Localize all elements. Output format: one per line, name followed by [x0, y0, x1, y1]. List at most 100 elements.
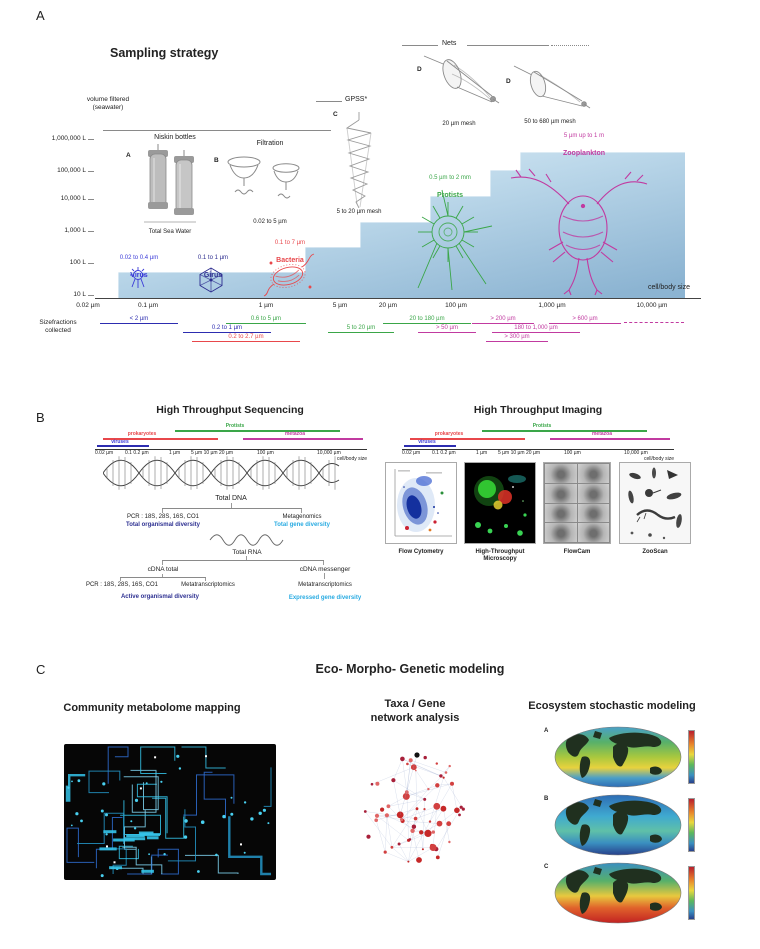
- map-label-c: C: [544, 864, 549, 870]
- method-label-microscopy: High-Throughput Microscopy: [475, 549, 525, 562]
- y-tick-mark: [88, 231, 94, 232]
- axis-group-viruses: viruses: [418, 439, 436, 445]
- flowcam-cell: [545, 503, 577, 523]
- colorbar-map-a: [688, 730, 695, 784]
- flowcam-cell: [545, 523, 577, 542]
- modeling-title: Ecosystem stochastic modeling: [528, 700, 696, 712]
- metazoa-range-bar: [550, 438, 670, 440]
- metabolome-map-image: [64, 744, 276, 880]
- zooplankton-copepod-icon: [510, 168, 648, 296]
- niskin-bottles-icon: [144, 144, 196, 223]
- fraction-02to27um: 0.2 to 2.7 µm: [192, 334, 300, 343]
- mini-tick: 100 µm: [564, 450, 581, 456]
- y-tick: 10,000 L: [60, 195, 86, 202]
- metatranscriptomics-left: Metatranscriptomics: [181, 582, 235, 588]
- filtration-title: Filtration: [256, 140, 284, 147]
- girus-icon: [199, 267, 223, 293]
- equipment-bracket-line: [103, 130, 331, 131]
- axis-group-metazoa: metazoa: [591, 431, 612, 437]
- bacteria-icon: [263, 253, 315, 297]
- pcr1-label: PCR : 18S, 28S, 16S, CO1: [126, 514, 200, 520]
- axis-group-prokaryotes: prokaryotes: [127, 431, 157, 437]
- mini-axis-label: cell/body size: [336, 456, 367, 462]
- mini-tick: 0.1 0.2 µm: [432, 450, 456, 456]
- virus-icon: [130, 267, 146, 288]
- x-axis-line: [95, 298, 701, 299]
- connector-line: [120, 578, 121, 581]
- gpss-caption: 5 to 20 µm mesh: [336, 209, 382, 215]
- girus-range: 0.1 to 1 µm: [197, 255, 229, 261]
- mini-tick: 10,000 µm: [624, 450, 648, 456]
- axis-group-prokaryotes: prokaryotes: [434, 431, 464, 437]
- zooplankton-name: Zooplankton: [563, 150, 605, 157]
- y-tick-mark: [88, 263, 94, 264]
- imaging-title: High Throughput Imaging: [473, 404, 603, 416]
- nets-bracket-left: [402, 45, 438, 46]
- y-tick-mark: [88, 139, 94, 140]
- fraction-gt300um: > 300 µm: [486, 334, 548, 343]
- y-tick: 1,000,000 L: [51, 135, 86, 142]
- microscopy-image: [465, 463, 535, 543]
- protists-range-bar: [482, 430, 647, 432]
- sequencing-title: High Throughput Sequencing: [156, 404, 304, 416]
- network-title: Taxa / Gene network analysis: [352, 698, 478, 726]
- mini-tick: 100 µm: [257, 450, 274, 456]
- total-rna-label: Total RNA: [232, 549, 262, 556]
- connector-line: [162, 508, 302, 509]
- size-fractions-line1: Sizefractions: [39, 319, 77, 326]
- x-tick: 10,000 µm: [636, 302, 668, 309]
- connector-line: [323, 561, 324, 565]
- filtration-letter: B: [214, 157, 219, 164]
- connector-line: [162, 509, 163, 513]
- net1-caption: 20 µm mesh: [442, 121, 476, 127]
- total-gene-diversity: Total gene diversity: [274, 522, 330, 528]
- colorbar-map-b: [688, 798, 695, 852]
- y-tick: 1,000 L: [64, 227, 86, 234]
- bacteria-name: Bacteria: [276, 257, 304, 264]
- bacteria-range: 0.1 to 7 µm: [274, 240, 306, 246]
- panel-a-title: Sampling strategy: [110, 46, 219, 60]
- panel-a-label: A: [36, 8, 45, 23]
- net2-letter: D: [506, 78, 511, 85]
- y-tick-mark: [88, 295, 94, 296]
- gpss-title: GPSS*: [345, 96, 368, 103]
- connector-line: [162, 574, 163, 577]
- mini-tick: 0.02 µm: [95, 450, 114, 456]
- method-label-flow-cytometry: Flow Cytometry: [398, 549, 444, 555]
- mini-tick: 0.02 µm: [402, 450, 421, 456]
- viruses-range-bar: [404, 445, 456, 447]
- expressed-gene-diversity: Expressed gene diversity: [288, 595, 362, 601]
- fraction-20to180um: 20 to 180 µm: [383, 316, 471, 325]
- panel-b-label: B: [36, 410, 45, 425]
- mini-size-axis-sequencing: Protists prokaryotes metazoa viruses 0.0…: [95, 423, 367, 462]
- niskin-letter: A: [126, 152, 131, 159]
- flowcam-cell: [545, 464, 577, 483]
- x-tick: 0.02 µm: [76, 302, 100, 309]
- metatranscriptomics-right: Metatranscriptomics: [298, 582, 352, 588]
- axis-group-protists: Protists: [532, 423, 552, 429]
- connector-line: [324, 573, 325, 579]
- mini-tick: 1 µm: [169, 450, 181, 456]
- plankton-net1-icon: [423, 55, 500, 104]
- x-tick: 5 µm: [332, 302, 348, 309]
- metagenomics-label: Metagenomics: [282, 514, 322, 520]
- net2-caption: 50 to 680 µm mesh: [524, 119, 576, 125]
- girus-name: Girus: [203, 272, 223, 279]
- network-title-line2: network analysis: [370, 711, 460, 724]
- flowcam-cell: [577, 503, 609, 523]
- organism-protists: 0.5 µm to 2 mm Protists: [412, 166, 488, 202]
- y-tick: 100 L: [69, 259, 86, 266]
- flowcam-thumbnail: [543, 462, 611, 544]
- map-label-a: A: [544, 728, 549, 734]
- y-axis-title-line1: volume filtered: [86, 96, 130, 103]
- axis-group-metazoa: metazoa: [284, 431, 305, 437]
- method-label-zooscan: ZooScan: [642, 549, 668, 555]
- x-axis-label: cell/body size: [647, 284, 690, 291]
- fraction-06to5um: 0.6 to 5 µm: [226, 316, 306, 325]
- protists-range: 0.5 µm to 2 mm: [429, 175, 471, 181]
- y-axis-title: volume filtered (seawater): [70, 96, 146, 112]
- flowcam-grid: [544, 463, 610, 543]
- panel-c-title: Eco- Morpho- Genetic modeling: [315, 662, 505, 676]
- connector-line: [162, 561, 163, 565]
